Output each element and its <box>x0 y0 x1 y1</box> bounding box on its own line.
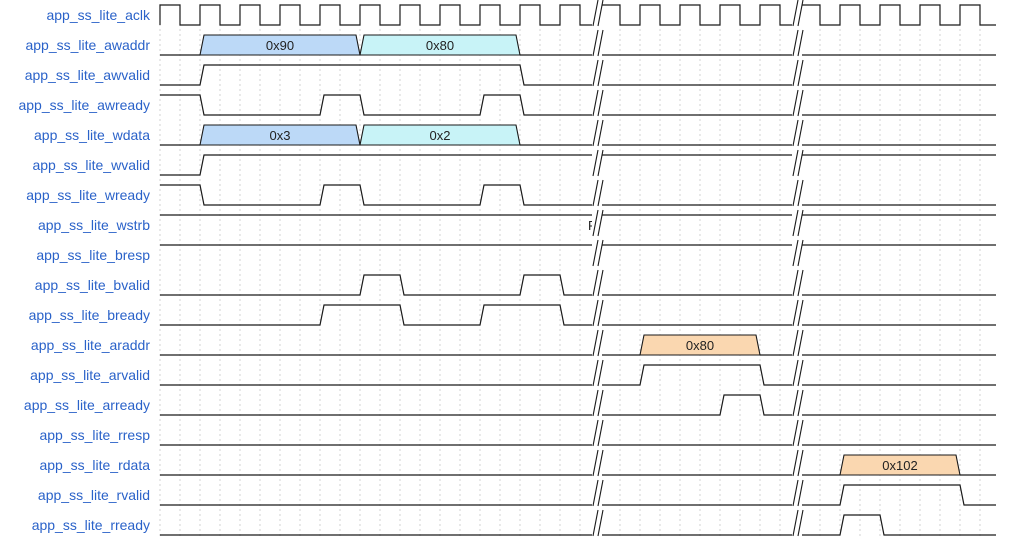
bus-value-label: 0x80 <box>426 38 454 53</box>
signal-label: app_ss_lite_bresp <box>36 247 150 263</box>
signal-label: app_ss_lite_aclk <box>46 7 151 23</box>
break-gap <box>792 2 802 537</box>
signal-label: app_ss_lite_araddr <box>31 337 150 353</box>
bus-segment <box>359 124 521 146</box>
signal-labels: app_ss_lite_aclk app_ss_lite_awaddr app_ss… <box>18 7 151 533</box>
bit-waveform <box>160 394 996 416</box>
signal-label: app_ss_lite_rready <box>32 517 150 533</box>
signal-label: app_ss_lite_bvalid <box>35 277 150 293</box>
signal-label: app_ss_lite_awaddr <box>25 37 150 53</box>
signal-label: app_ss_lite_wdata <box>34 127 150 143</box>
break-line <box>597 0 604 537</box>
signal-app-ss-lite-wvalid <box>160 154 996 176</box>
break-line <box>592 0 599 537</box>
signal-app-ss-lite-wdata: 0x3 0x2 <box>160 124 996 146</box>
signal-label: app_ss_lite_rdata <box>39 457 150 473</box>
signal-app-ss-lite-bready <box>160 304 996 326</box>
time-break-marker <box>592 0 604 537</box>
signal-app-ss-lite-rvalid <box>160 484 996 506</box>
break-line <box>797 0 804 537</box>
signal-label: app_ss_lite_awvalid <box>25 67 150 83</box>
signal-app-ss-lite-wstrb: F <box>160 214 996 233</box>
bit-waveform <box>160 64 996 86</box>
bus-value-label: 0x2 <box>430 128 451 143</box>
bit-waveform <box>160 364 996 386</box>
signal-label: app_ss_lite_arvalid <box>30 367 150 383</box>
signal-app-ss-lite-wready <box>160 184 996 206</box>
signal-app-ss-lite-aclk <box>159 4 996 26</box>
time-breaks <box>592 0 804 537</box>
signal-label: app_ss_lite_rresp <box>39 427 150 443</box>
signal-label: app_ss_lite_wstrb <box>38 217 150 233</box>
signal-label: app_ss_lite_arready <box>24 397 150 413</box>
bus-segment <box>199 34 361 56</box>
grid-lines <box>159 4 981 537</box>
signal-app-ss-lite-arvalid <box>160 364 996 386</box>
signal-label: app_ss_lite_bready <box>29 307 150 323</box>
bit-waveform <box>160 184 996 206</box>
bit-waveform <box>160 304 996 326</box>
signal-app-ss-lite-bvalid <box>160 274 996 296</box>
signal-app-ss-lite-arready <box>160 394 996 416</box>
break-gap <box>592 2 602 537</box>
clock-waveform <box>159 4 996 26</box>
signal-app-ss-lite-awaddr: 0x90 0x80 <box>160 34 996 56</box>
bit-waveform <box>160 94 996 116</box>
signal-app-ss-lite-rready <box>160 514 996 536</box>
bit-waveform <box>160 274 996 296</box>
time-break-marker <box>792 0 804 537</box>
signal-app-ss-lite-rdata: 0x102 <box>160 454 996 476</box>
signal-waveforms: 0x90 0x80 0x3 0x2F 0x80 0x102 <box>159 4 996 536</box>
signal-label: app_ss_lite_rvalid <box>38 487 150 503</box>
signal-app-ss-lite-awready <box>160 94 996 116</box>
bit-waveform <box>160 514 996 536</box>
signal-label: app_ss_lite_wvalid <box>32 157 150 173</box>
bit-waveform <box>160 154 996 176</box>
signal-label: app_ss_lite_awready <box>18 97 150 113</box>
bus-value-label: 0x90 <box>266 38 294 53</box>
bus-value-label: 0x102 <box>882 458 917 473</box>
bus-segment <box>359 34 521 56</box>
break-line <box>792 0 799 537</box>
bus-segment <box>839 454 961 476</box>
bus-segment <box>199 124 361 146</box>
bus-segment <box>639 334 761 356</box>
signal-app-ss-lite-awvalid <box>160 64 996 86</box>
bit-waveform <box>160 484 996 506</box>
signal-label: app_ss_lite_wready <box>26 187 150 203</box>
bus-value-label: 0x3 <box>270 128 291 143</box>
bus-value-label: 0x80 <box>686 338 714 353</box>
signal-app-ss-lite-araddr: 0x80 <box>160 334 996 356</box>
